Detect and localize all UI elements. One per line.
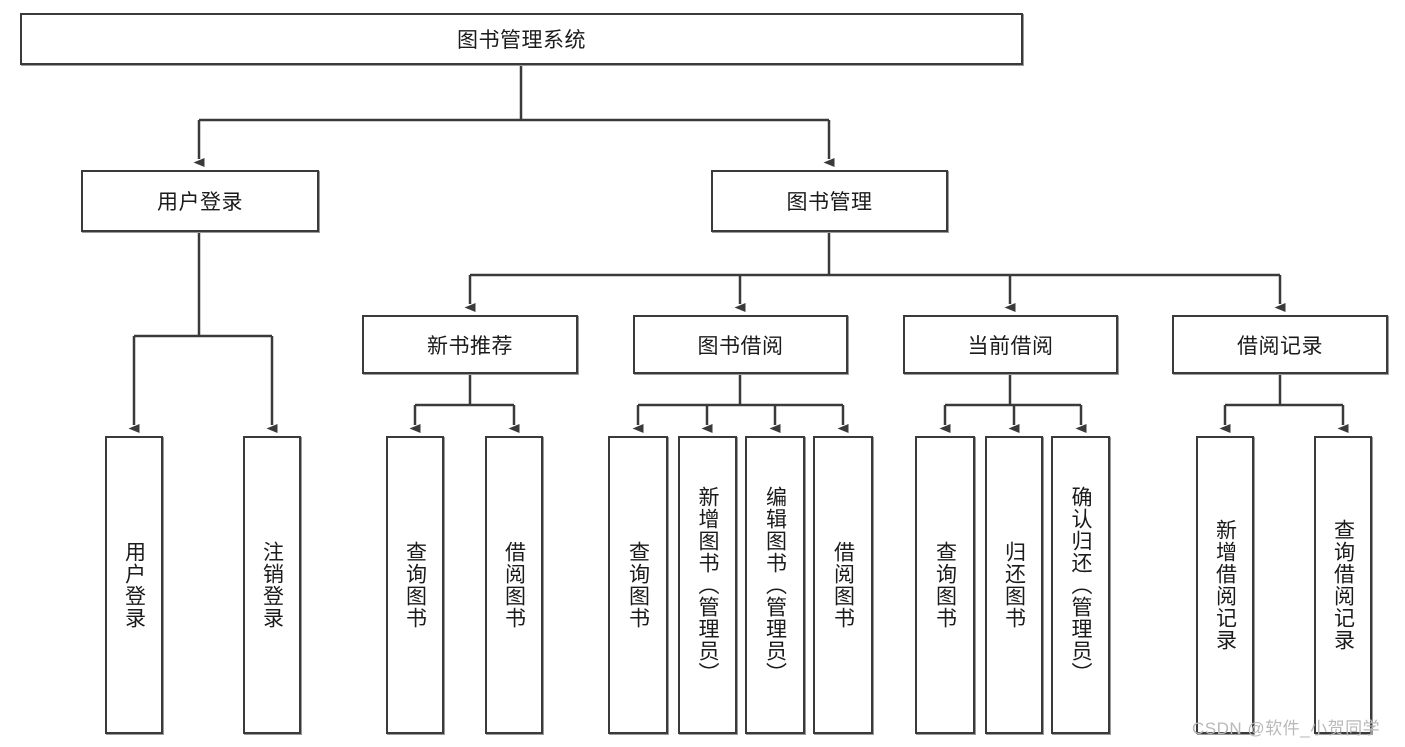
leaf-node-label-1: 注销登录 bbox=[260, 541, 284, 629]
level3-node-label-1: 图书借阅 bbox=[697, 334, 784, 358]
level3-node-box-1[interactable]: 图书借阅 bbox=[633, 315, 848, 374]
level3-node-box-3[interactable]: 借阅记录 bbox=[1172, 315, 1388, 374]
leaf-node-box-1[interactable]: 注销登录 bbox=[243, 436, 301, 734]
csdn-watermark: CSDN @软件_小贺同学 bbox=[1192, 719, 1381, 738]
leaf-node-box-6[interactable]: 编辑图书（管理员） bbox=[745, 436, 805, 734]
level3-node-box-2[interactable]: 当前借阅 bbox=[903, 315, 1118, 374]
leaf-node-box-3[interactable]: 借阅图书 bbox=[485, 436, 543, 734]
leaf-node-label-11: 新增借阅记录 bbox=[1213, 519, 1237, 651]
level3-node-label-2: 当前借阅 bbox=[967, 334, 1054, 358]
leaf-node-box-11[interactable]: 新增借阅记录 bbox=[1196, 436, 1254, 734]
leaf-node-box-0[interactable]: 用户登录 bbox=[105, 436, 163, 734]
leaf-node-label-4: 查询图书 bbox=[626, 541, 650, 629]
root-node-label-0: 图书管理系统 bbox=[457, 29, 586, 52]
leaf-node-label-12: 查询借阅记录 bbox=[1331, 519, 1355, 651]
leaf-node-label-9: 归还图书 bbox=[1002, 541, 1026, 629]
leaf-node-box-5[interactable]: 新增图书（管理员） bbox=[678, 436, 737, 734]
leaf-node-box-2[interactable]: 查询图书 bbox=[386, 436, 444, 734]
leaf-node-box-7[interactable]: 借阅图书 bbox=[813, 436, 873, 734]
level2-node-label-0: 用户登录 bbox=[157, 191, 243, 214]
leaf-node-label-3: 借阅图书 bbox=[502, 541, 526, 629]
level2-node-box-1[interactable]: 图书管理 bbox=[711, 170, 948, 232]
leaf-node-box-9[interactable]: 归还图书 bbox=[985, 436, 1043, 734]
leaf-node-box-10[interactable]: 确认归还（管理员） bbox=[1051, 436, 1110, 734]
root-node-box-0[interactable]: 图书管理系统 bbox=[20, 13, 1023, 65]
leaf-node-label-8: 查询图书 bbox=[933, 541, 957, 629]
leaf-node-box-8[interactable]: 查询图书 bbox=[915, 436, 975, 734]
leaf-node-box-4[interactable]: 查询图书 bbox=[608, 436, 668, 734]
leaf-node-box-12[interactable]: 查询借阅记录 bbox=[1314, 436, 1372, 734]
leaf-node-label-2: 查询图书 bbox=[403, 541, 427, 629]
leaf-node-label-7: 借阅图书 bbox=[831, 541, 855, 629]
level3-node-box-0[interactable]: 新书推荐 bbox=[362, 315, 578, 374]
level3-node-label-3: 借阅记录 bbox=[1237, 334, 1323, 358]
leaf-node-label-10: 确认归还（管理员） bbox=[1069, 486, 1092, 684]
leaf-node-label-6: 编辑图书（管理员） bbox=[763, 486, 787, 684]
leaf-node-label-5: 新增图书（管理员） bbox=[696, 486, 719, 684]
level2-node-label-1: 图书管理 bbox=[786, 191, 873, 214]
level3-node-label-0: 新书推荐 bbox=[427, 334, 513, 358]
level2-node-box-0[interactable]: 用户登录 bbox=[81, 170, 319, 232]
leaf-node-label-0: 用户登录 bbox=[122, 541, 146, 629]
